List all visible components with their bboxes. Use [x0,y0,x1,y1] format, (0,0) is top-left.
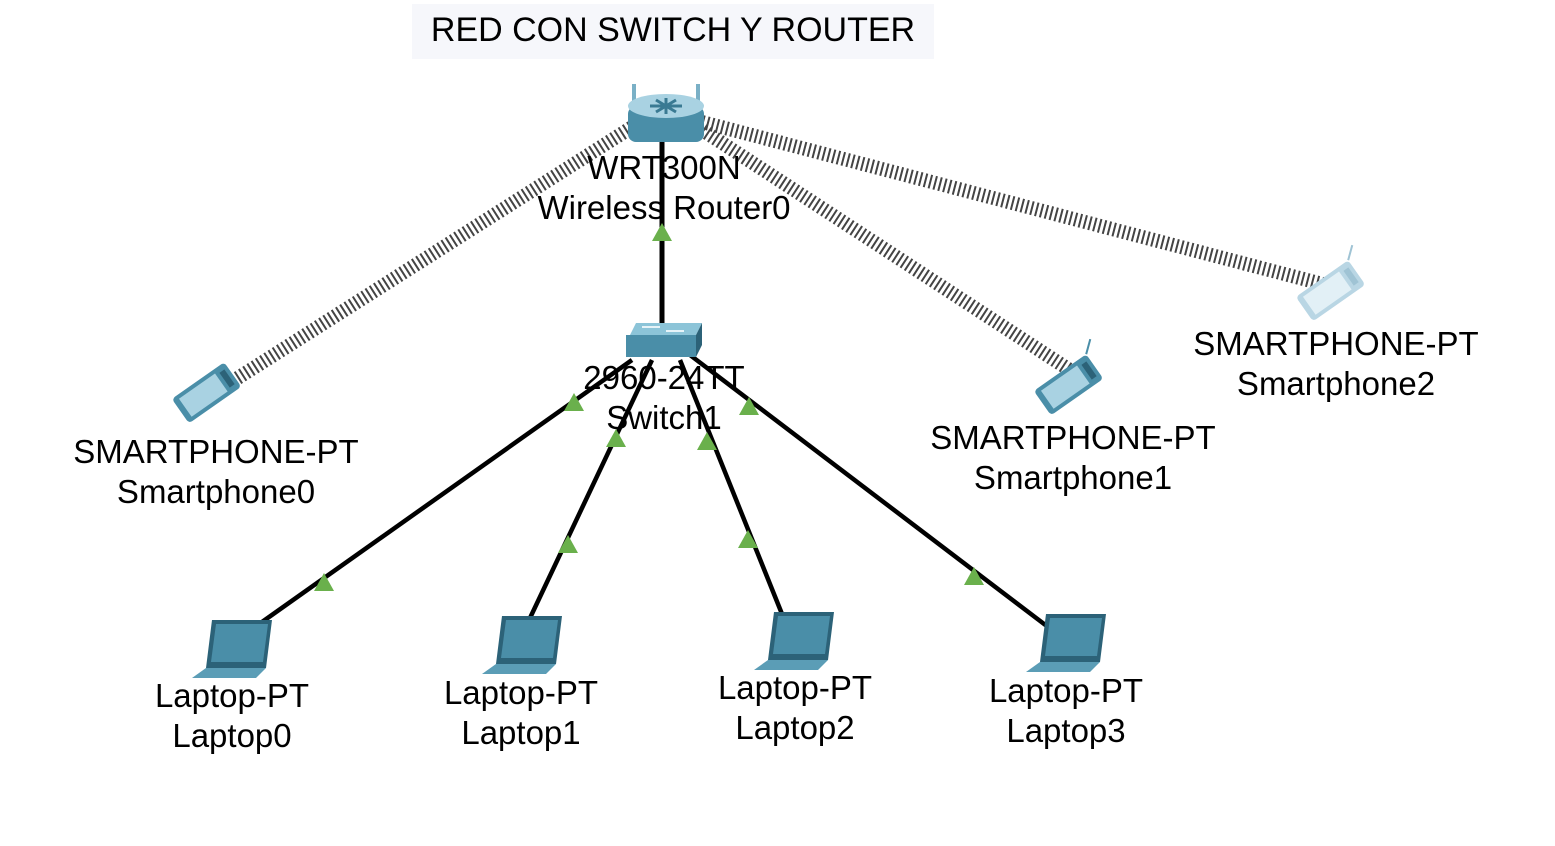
laptop2-model: Laptop-PT [717,669,873,706]
switch-name: Switch1 [606,399,722,436]
smartphone2-name: Smartphone2 [1236,365,1436,402]
link-up-indicator [558,535,578,553]
laptop3-model: Laptop-PT [988,672,1144,709]
laptop2-name: Laptop2 [735,709,855,746]
smartphone1-model: SMARTPHONE-PT [930,419,1216,456]
router-name: Wireless Router0 [537,189,791,226]
smartphone2-model: SMARTPHONE-PT [1193,325,1479,362]
title-background [412,4,934,59]
switch-label: 2960-24TT Switch1 [583,358,744,438]
laptop0-label: Laptop-PT Laptop0 [155,676,309,756]
link-up-indicator [652,223,672,241]
laptop0-name: Laptop0 [172,717,292,754]
laptop3-name: Laptop3 [1006,712,1126,749]
laptop1-model: Laptop-PT [443,674,599,711]
link-up-indicator [606,429,626,447]
cable-switch-laptop2[interactable] [677,359,785,615]
laptop-icon[interactable] [754,612,834,670]
laptop3-label: Laptop-PT Laptop3 [989,671,1143,751]
link-status-lights [314,223,984,591]
cable-switch-laptop1[interactable] [527,359,655,619]
smartphone2-label: SMARTPHONE-PT Smartphone2 [1193,324,1478,404]
laptop0-model: Laptop-PT [154,677,310,714]
diagram-title: RED CON SWITCH Y ROUTER [430,11,916,49]
link-up-indicator [738,530,758,548]
laptop-icon[interactable] [1026,614,1106,672]
link-up-indicator [314,573,334,591]
smartphone0-name: Smartphone0 [116,473,316,510]
laptop1-name: Laptop1 [461,714,581,751]
wireless-links [218,115,1340,394]
smartphone1-label: SMARTPHONE-PT Smartphone1 [930,418,1215,498]
wireless-link-smartphone1[interactable] [686,116,1086,384]
router-label: WRT300N Wireless Router0 [537,148,790,228]
link-up-indicator [564,393,584,411]
switch-icon[interactable] [626,323,702,357]
switch-model: 2960-24TT [583,359,745,396]
link-up-indicator [964,567,984,585]
smartphone0-label: SMARTPHONE-PT Smartphone0 [73,432,358,512]
laptop2-label: Laptop-PT Laptop2 [718,668,872,748]
smartphone1-name: Smartphone1 [973,459,1173,496]
smartphone0-model: SMARTPHONE-PT [73,433,359,470]
wireless-router-icon[interactable] [628,84,704,142]
laptop1-label: Laptop-PT Laptop1 [444,673,598,753]
link-up-indicator [739,397,759,415]
wireless-link-smartphone2[interactable] [700,115,1340,295]
link-up-indicator [697,432,717,450]
laptop-icon[interactable] [192,620,272,678]
laptop-icon[interactable] [482,616,562,674]
smartphone-icon[interactable] [172,362,242,423]
router-model: WRT300N [587,149,741,186]
smartphone-icon[interactable] [1028,338,1113,415]
smartphone-icon[interactable] [1290,244,1375,321]
